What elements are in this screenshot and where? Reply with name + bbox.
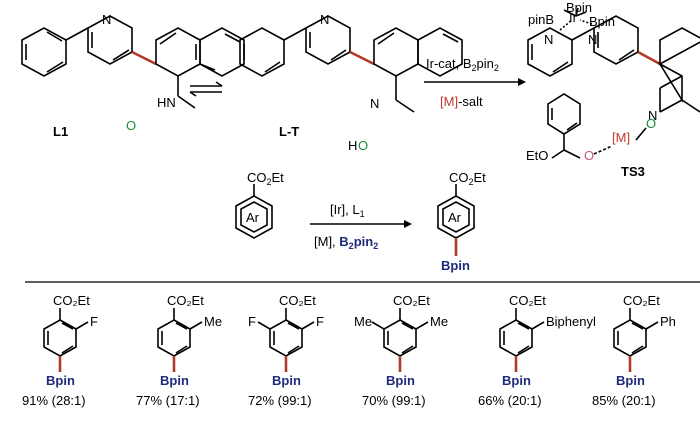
product-substituent: F: [90, 314, 98, 329]
lt-ho-o: O: [358, 138, 368, 153]
ring-double-bond: [287, 322, 300, 330]
reagents-top-label: Ir-cat, B2pin2: [426, 56, 499, 73]
product-bpin-label: Bpin: [46, 373, 75, 388]
product-yield: 91% (28:1): [22, 393, 86, 408]
ring-double-bond: [631, 322, 644, 330]
substituent-bond: [645, 321, 659, 330]
substituent-bond: [371, 321, 385, 330]
substituent-bond: [531, 321, 545, 330]
product-yield: 72% (99:1): [248, 393, 312, 408]
ts-o-green: O: [646, 116, 656, 131]
lt-ho-h: H: [348, 138, 357, 153]
product-substituent-right: Me: [430, 314, 448, 329]
product-substituent-left: F: [248, 314, 256, 329]
lt-n-label: N: [370, 96, 379, 111]
ring-double-bond: [287, 345, 300, 354]
product-bpin-label: Bpin: [386, 373, 415, 388]
product-ester-label: CO₂Et: [167, 293, 204, 308]
product-substituent: Me: [204, 314, 222, 329]
product-ester-label: CO₂Et: [393, 293, 430, 308]
substituent-bond: [189, 321, 203, 330]
substituent-bond: [257, 321, 271, 330]
product-bpin-label: Bpin: [616, 373, 645, 388]
product-bpin-label: Bpin: [502, 373, 531, 388]
ring-double-bond: [517, 345, 530, 354]
product-substituent: Biphenyl: [546, 314, 596, 329]
ts-n-quinoline: N: [648, 108, 657, 123]
ts-m-label: [M]: [612, 130, 630, 145]
ring-double-bond: [517, 322, 530, 330]
sm-ring-label: Ar: [246, 210, 260, 225]
l1-o-label: O: [126, 118, 136, 133]
starting-material-structure: [235, 184, 273, 239]
product-structure: [437, 184, 475, 256]
ts-eto-label: EtO: [526, 148, 548, 163]
pr-ester-label: CO2Et: [449, 170, 486, 187]
ts-bpin-right-label: Bpin: [589, 14, 615, 29]
ring-double-bond: [401, 345, 414, 354]
product-ester-label: CO₂Et: [623, 293, 660, 308]
ligand-lt-structure: [239, 15, 463, 113]
sm-ester-label: CO2Et: [247, 170, 284, 187]
lt-label: L-T: [279, 124, 299, 139]
product-yield: 70% (99:1): [362, 393, 426, 408]
l1-nh-label: HN: [157, 95, 176, 110]
pr-bpin-label: Bpin: [441, 258, 470, 273]
product-ester-label: CO₂Et: [53, 293, 90, 308]
equilibrium-arrows: [189, 81, 223, 97]
pr-ring-label: Ar: [448, 210, 462, 225]
ring-double-bond: [631, 345, 644, 354]
ring-double-bond: [175, 345, 188, 354]
product-substituent-right: F: [316, 314, 324, 329]
ring-double-bond: [61, 322, 74, 330]
ring-double-bond: [175, 322, 188, 330]
substituent-bond: [301, 321, 315, 330]
substituent-bond: [415, 321, 429, 330]
ts-pinb-label: pinB: [528, 12, 554, 27]
product-ester-label: CO₂Et: [279, 293, 316, 308]
ts3-label: TS3: [621, 164, 645, 179]
lt-ring-n-label: N: [320, 12, 329, 27]
ts-ir-label: Ir: [569, 10, 578, 25]
ts3-structure: [527, 7, 700, 159]
reaction-arrow-middle: [310, 220, 412, 228]
reaction-arrow-top: [424, 78, 526, 86]
product-yield: 77% (17:1): [136, 393, 200, 408]
substituent-bond: [75, 321, 89, 330]
ts-bpin-top-label: Bpin: [566, 0, 592, 15]
l1-ring-n-label: N: [102, 12, 111, 27]
product-bpin-label: Bpin: [272, 373, 301, 388]
cond-top-label: [Ir], L1: [330, 202, 365, 219]
product-bpin-label: Bpin: [160, 373, 189, 388]
ts-n-left: N: [544, 32, 553, 47]
l1-label: L1: [53, 124, 68, 139]
ts-o-pink: O: [584, 148, 594, 163]
ligand-l1-lactam: [177, 63, 216, 109]
product-yield: 85% (20:1): [592, 393, 656, 408]
ligand-l1-structure: [21, 15, 245, 77]
ts-n-right: N: [588, 32, 597, 47]
product-ester-label: CO₂Et: [509, 293, 546, 308]
ring-double-bond: [401, 322, 414, 330]
reagents-bottom-label: [M]-salt: [440, 94, 483, 109]
ring-double-bond: [61, 345, 74, 354]
product-yield: 66% (20:1): [478, 393, 542, 408]
product-substituent: Ph: [660, 314, 676, 329]
product-substituent-left: Me: [354, 314, 372, 329]
cond-bottom-label: [M], B2pin2: [314, 234, 378, 251]
